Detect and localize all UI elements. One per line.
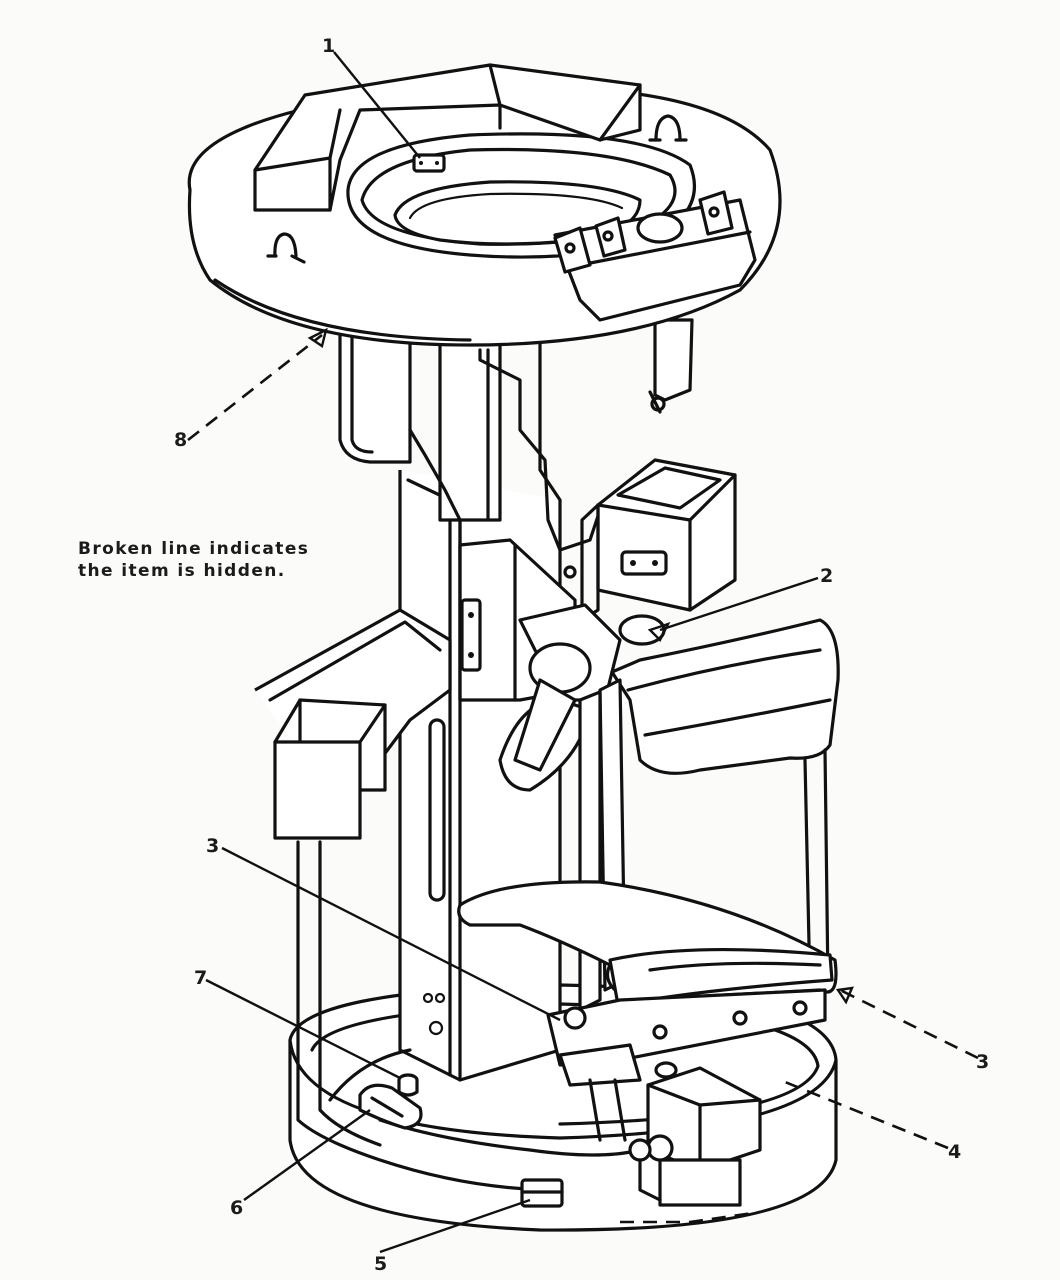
cable-run — [296, 348, 642, 1192]
callout-7: 7 — [194, 967, 207, 989]
control-box — [563, 458, 737, 622]
callout-3-right: 3 — [976, 1051, 989, 1073]
callout-labels: 1 2 3 3 4 5 6 7 8 — [174, 35, 989, 1275]
callout-2: 2 — [820, 565, 833, 587]
gun-control-assembly — [254, 538, 666, 840]
platform-items — [358, 1073, 564, 1208]
note-line-1: Broken line indicates — [78, 539, 310, 559]
callout-4: 4 — [948, 1141, 961, 1163]
callout-1: 1 — [322, 35, 335, 57]
note-line-2: the item is hidden. — [78, 561, 286, 581]
ring-gear-assembly — [187, 63, 782, 522]
callout-6: 6 — [230, 1197, 243, 1219]
callout-5: 5 — [374, 1253, 387, 1275]
callout-8: 8 — [174, 429, 187, 451]
leader-lines — [187, 51, 979, 1254]
gunner-seat — [457, 618, 840, 1142]
callout-3-left: 3 — [206, 835, 219, 857]
seat-drive-box — [628, 1061, 762, 1207]
hidden-line-note: Broken line indicates the item is hidden… — [78, 538, 338, 582]
